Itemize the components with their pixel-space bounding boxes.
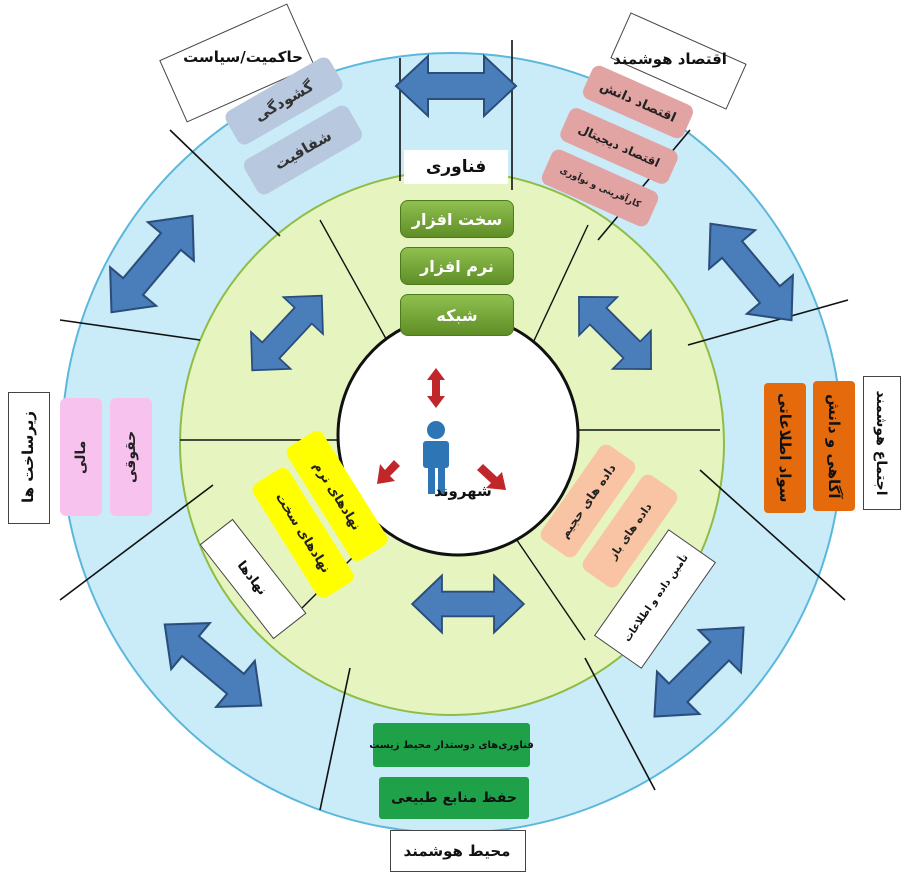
environment-title: محیط هوشمند [403,842,511,860]
society-item-awareness: آگاهی و دانش [813,381,855,511]
red-arrows [377,368,506,490]
technology-title: فناوری [404,150,508,184]
environment-item-resources: حفظ منابع طبیعی [379,777,529,819]
society-title-frame [863,376,901,510]
economy-title: اقتصاد هوشمند [613,50,727,68]
technology-item-software: نرم افزار [400,247,514,285]
infrastructure-title: زیرساخت ها [19,411,37,503]
governance-title: حاکمیت/سیاست [183,48,303,66]
infrastructure-item-legal: حقوقی [110,398,152,516]
red-arrow-right-icon [477,464,506,490]
person-icon [423,421,449,494]
infrastructure-title-frame [8,392,50,524]
technology-item-network: شبکه [400,294,514,336]
red-arrow-left-icon [377,460,400,484]
sector-dividers [59,40,849,811]
infrastructure-item-financial: مالی [60,398,102,516]
society-item-literacy: سواد اطلاعاتی [764,383,806,513]
red-arrow-up-icon [427,368,445,408]
citizen-label: شهروند [434,482,492,500]
environment-title-frame [390,830,526,872]
technology-item-hardware: سخت افزار [400,200,514,238]
society-title: اجتماع هوشمند [873,390,889,496]
environment-item-green-tech: فناوری‌های دوستدار محیط زیست [369,723,534,767]
